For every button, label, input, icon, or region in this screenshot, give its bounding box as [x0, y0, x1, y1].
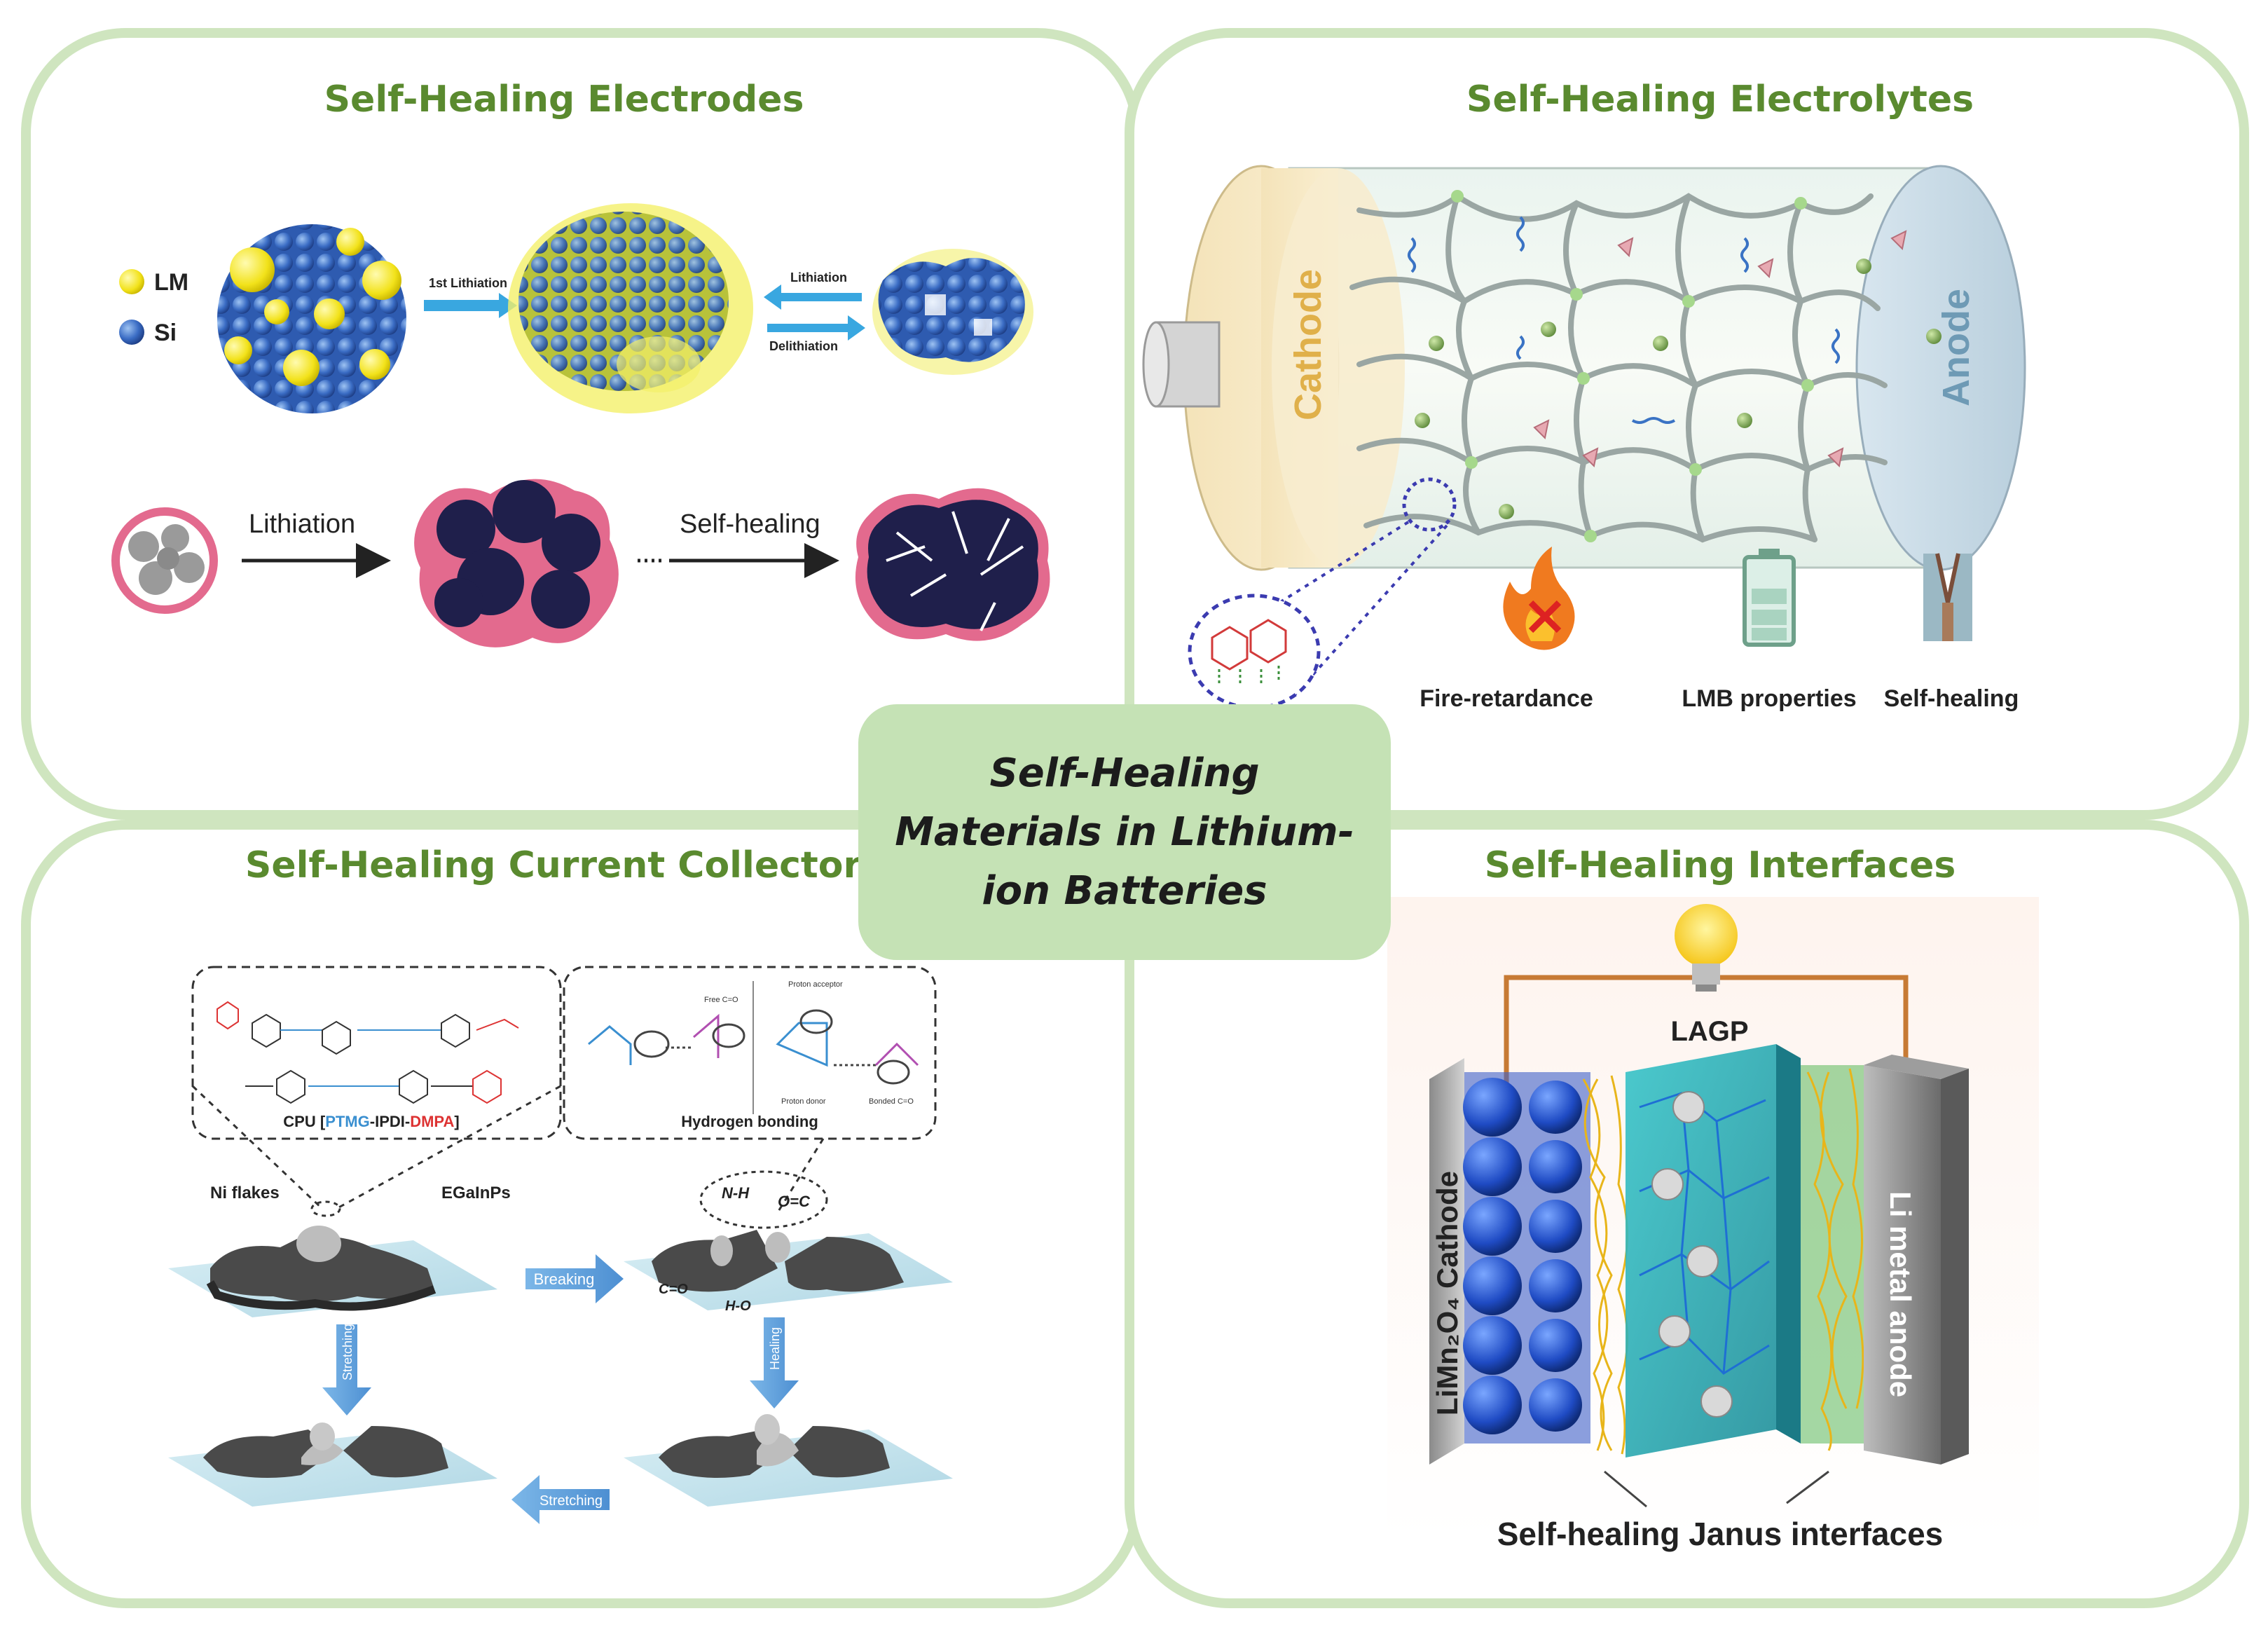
janus-caption: Self-healing Janus interfaces [1497, 1516, 1944, 1552]
proton-donor-label: Proton donor [781, 1097, 826, 1106]
lithiation-arrow-2 [764, 284, 862, 310]
stretching-left-arrow: Stretching [511, 1475, 610, 1524]
hbond-structure-icon [588, 1009, 919, 1085]
cathode-vertical-label: LiMn₂O₄ Cathode [1431, 1171, 1464, 1415]
lithiation-arrow-1 [424, 300, 501, 311]
nh-label: N-H [722, 1184, 750, 1202]
center-title: Self-Healing Materials in Lithium- ion B… [893, 744, 1356, 921]
lagp-particles [1651, 1091, 1733, 1418]
healed-particle-icon [855, 488, 1050, 641]
intact-collector-icon [168, 1226, 497, 1317]
electrodes-diagram: LM Si 1st Lithiation Lithiation [111, 203, 1050, 647]
center-title-box: Self-Healing Materials in Lithium- ion B… [858, 704, 1391, 960]
fire-icon [1503, 547, 1575, 650]
collectors-title: Self-Healing Current Collectors [245, 844, 884, 886]
pristine-particle-icon [111, 507, 218, 614]
pink-groups [1533, 230, 1907, 468]
feature-selfheal-label: Self-healing [1884, 685, 2019, 712]
delithiated-cluster-icon [872, 249, 1033, 375]
interfaces-title: Self-Healing Interfaces [1484, 844, 1956, 886]
center-title-line-1: Self-Healing [989, 750, 1260, 796]
hbond-molecule-icon [1211, 619, 1287, 683]
cathode-spheres [1463, 1078, 1582, 1434]
cpu-structure-icon [217, 1001, 519, 1104]
lithiated-cluster-icon [508, 203, 753, 413]
svg-text:Stretching: Stretching [539, 1493, 603, 1509]
first-lithiation-label: 1st Lithiation [429, 276, 507, 290]
healing-down-arrow: Healing [750, 1317, 799, 1408]
ni-flakes-label: Ni flakes [210, 1184, 280, 1202]
lightbulb-icon [1675, 904, 1738, 992]
svg-text:Stretching: Stretching [341, 1324, 355, 1380]
green-particles [1415, 259, 1941, 519]
bonded-co-label: Bonded C=O [869, 1097, 914, 1106]
stretched-collector-icon [168, 1422, 497, 1507]
right-interface-fibers [1806, 1068, 1864, 1451]
electrodes-title: Self-Healing Electrodes [324, 78, 804, 121]
feature-lmb-label: LMB properties [1682, 685, 1856, 712]
anode-vertical-label: Li metal anode [1884, 1191, 1917, 1397]
si-legend-icon [119, 320, 144, 345]
cathode-plate [1429, 1058, 1464, 1465]
lm-legend-label: LM [154, 269, 188, 296]
lithiation-small-label: Lithiation [790, 270, 847, 284]
si-legend-label: Si [154, 320, 177, 346]
battery-icon [1743, 549, 1796, 647]
expanded-particle-icon [414, 479, 619, 647]
si-lm-cluster-icon [217, 224, 406, 413]
collectors-diagram: CPU [PTMG-IPDI-DMPA] Free C=O Proton acc… [168, 966, 953, 1524]
healed-collector-icon [624, 1414, 953, 1507]
self-healing-label: Self-healing [680, 509, 820, 539]
free-co-label: Free C=O [704, 996, 738, 1004]
electrolytes-diagram: Cathode Anode [1142, 165, 2026, 712]
delithiation-label: Delithiation [769, 339, 838, 353]
oc-label: O=C [778, 1193, 811, 1210]
hbond-box [563, 966, 937, 1140]
left-interface-fibers [1582, 1075, 1628, 1455]
anode-label: Anode [1935, 289, 1977, 406]
hbond-label: Hydrogen bonding [681, 1113, 818, 1130]
zoom-source-circle [1402, 477, 1457, 532]
proton-acceptor-label: Proton acceptor [788, 980, 843, 989]
lithiation-label: Lithiation [249, 509, 355, 539]
svg-text:Healing: Healing [768, 1327, 782, 1370]
feature-fire-label: Fire-retardance [1420, 685, 1593, 712]
center-title-line-2: Materials in Lithium- [895, 809, 1354, 855]
crosslink-nodes [1451, 190, 1814, 542]
delithiation-arrow [767, 315, 865, 341]
anode-plate [1864, 1065, 1941, 1465]
lm-legend-icon [119, 269, 144, 294]
stretching-down-arrow: Stretching [322, 1324, 371, 1415]
ho-label: H-O [725, 1298, 751, 1314]
cpu-label: CPU [PTMG-IPDI-DMPA] [283, 1113, 459, 1130]
cathode-label: Cathode [1287, 269, 1329, 420]
zoom-detail-circle [1188, 594, 1321, 710]
lagp-label: LAGP [1670, 1016, 1748, 1047]
co-label: C=O [659, 1282, 688, 1297]
blue-chains [1408, 216, 1840, 424]
zipper-icon [1923, 553, 1972, 641]
electrolytes-title: Self-Healing Electrolytes [1466, 78, 1974, 121]
egainps-label: EGaInPs [441, 1184, 511, 1202]
center-title-line-3: ion Batteries [982, 868, 1267, 914]
breaking-arrow: Breaking [525, 1254, 624, 1303]
cpu-structure-box [191, 966, 562, 1140]
interfaces-diagram: LAGP [1387, 897, 2039, 1552]
broken-collector-icon [624, 1230, 953, 1310]
svg-text:Breaking: Breaking [534, 1270, 595, 1288]
